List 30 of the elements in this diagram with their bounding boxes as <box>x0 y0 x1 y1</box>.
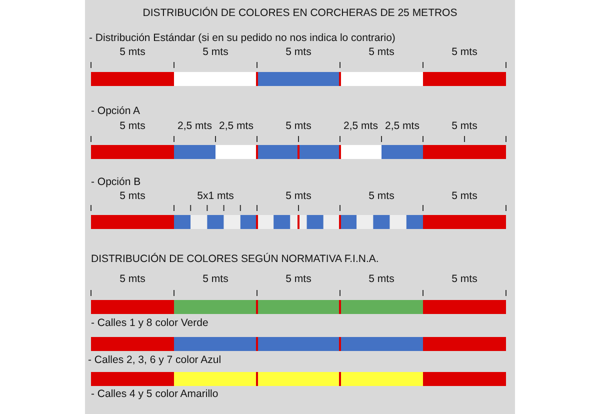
dimension-label: 5 mts <box>452 190 478 202</box>
dimension-label: 2,5 mts <box>219 120 254 132</box>
title: DISTRIBUCIÓN DE COLORES EN CORCHERAS DE 25 METROS <box>142 7 458 19</box>
row-label: - Opción B <box>91 176 141 188</box>
row-label: - Calles 4 y 5 color Amarillo <box>91 388 218 400</box>
dimension-label: 5 mts <box>202 46 228 58</box>
dimension-label: 5 mts <box>368 190 394 202</box>
dimension-label: 5 mts <box>120 190 146 202</box>
row-label: - Distribución Estándar (si en su pedido no nos indica lo contrario) <box>89 32 396 44</box>
dimension-label: 2,5 mts <box>344 120 378 132</box>
dimension-label: 5 mts <box>286 46 312 58</box>
dimension-label: 5 mts <box>452 120 478 132</box>
row-label: - Opción A <box>91 105 140 117</box>
dimension-label: 5x1 mts <box>197 190 234 202</box>
dimension-label: 5 mts <box>202 273 228 285</box>
dimension-label: 5 mts <box>286 190 312 202</box>
dimension-label: 5 mts <box>368 273 394 285</box>
dimension-label: 5 mts <box>120 46 146 58</box>
dimension-label: 2,5 mts <box>385 120 420 132</box>
section-heading: DISTRIBUCIÓN DE COLORES SEGÚN NORMATIVA F.I.N.A. <box>91 253 379 265</box>
dimension-label: 5 mts <box>368 46 394 58</box>
dimension-label: 5 mts <box>452 46 478 58</box>
dimension-label: 2,5 mts <box>178 120 212 132</box>
dimension-label: 5 mts <box>120 120 146 132</box>
row-label: - Calles 1 y 8 color Verde <box>91 317 208 329</box>
dimension-label: 5 mts <box>286 120 312 132</box>
row-label: - Calles 2, 3, 6 y 7 color Azul <box>88 354 222 366</box>
dimension-label: 5 mts <box>286 273 312 285</box>
dimension-label: 5 mts <box>120 273 146 285</box>
dimension-label: 5 mts <box>452 273 478 285</box>
